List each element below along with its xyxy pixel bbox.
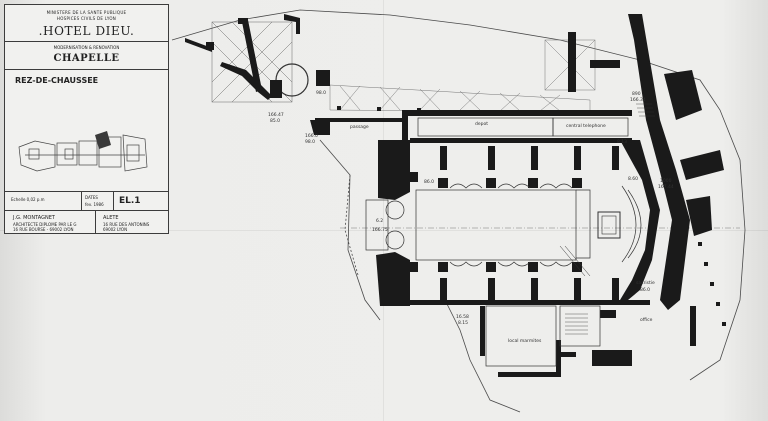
- label-bottom-code: 8.15: [458, 320, 468, 326]
- walls: [185, 14, 726, 377]
- project-line: MODERNISATION & RENOVATION: [53, 45, 120, 50]
- architect-address: 16 RUE BOURSE - 69002 LYON: [13, 227, 74, 232]
- divider: [95, 210, 96, 233]
- label-depot: depot: [475, 121, 488, 127]
- bureau-name: ALETE: [103, 215, 119, 221]
- plan-labels: passage depot central telephone local ma…: [268, 90, 674, 344]
- fold-line: [0, 230, 768, 231]
- date-value: fev. 1986: [85, 202, 104, 207]
- label-code-top-left: 85.0: [270, 118, 280, 124]
- label-passage: passage: [350, 125, 369, 130]
- top-gallery: [329, 84, 591, 113]
- project-title: CHAPELLE: [53, 53, 120, 64]
- label-local-marmites: local marmites: [508, 338, 542, 344]
- ministry-line: MINISTERE DE LA SANTE PUBLIQUE: [46, 10, 127, 15]
- label-apse-code: 8.60: [628, 176, 638, 182]
- label-mid-level: 1000: [660, 178, 672, 184]
- label-code-top: 98.0: [316, 90, 326, 96]
- label-office: office: [640, 317, 653, 323]
- label-entry-area: 6.2: [376, 218, 383, 224]
- label-nef-area: 86.0: [424, 179, 434, 185]
- divider: [5, 69, 168, 70]
- label-central-telephone: central telephone: [566, 123, 606, 129]
- key-plan: [18, 131, 148, 172]
- label-bottom-level: 16.58: [456, 314, 469, 320]
- label-stair-code: 98.0: [305, 139, 315, 145]
- label-entry-code: 166.75: [372, 227, 388, 233]
- bureau-address: 16 RUE DES ANTONINS: [103, 222, 150, 227]
- label-stair-level: 166.0: [305, 133, 318, 139]
- label-right-code: 8.13: [617, 139, 627, 145]
- divider: [81, 191, 82, 210]
- bureau-address: 69002 LYON: [103, 227, 128, 232]
- title-block: MINISTERE DE LA SANTE PUBLIQUE HOSPICES …: [4, 4, 169, 234]
- label-level-top-left: 166.47: [268, 112, 284, 118]
- label-right-level-1: 890: [632, 91, 641, 97]
- scale-label: Echelle 0,02 p.m: [11, 197, 45, 202]
- divider: [113, 191, 114, 210]
- hospices-line: HOSPICES CIVILS DE LYON: [56, 16, 117, 21]
- divider: [5, 210, 168, 211]
- label-sacristie: sacristie: [636, 280, 655, 286]
- level-title: REZ-DE-CHAUSSEE: [15, 76, 99, 85]
- label-right-level-2: 166.34: [630, 97, 646, 103]
- date-label: DATES: [85, 195, 98, 200]
- label-sacristie-area: 86.0: [640, 287, 650, 293]
- sheet-number: EL.1: [119, 196, 141, 206]
- fold-line: [383, 0, 384, 421]
- architect-address: ARCHITECTE DIPLOME PAR LE G: [13, 222, 77, 227]
- divider: [5, 41, 168, 42]
- architect-name: J.G. MONTAGNET: [13, 215, 55, 221]
- room-outlines: [365, 103, 655, 367]
- divider: [5, 191, 168, 192]
- building-title: .HOTEL DIEU.: [38, 24, 135, 38]
- label-mid-code: 167.44: [658, 184, 674, 190]
